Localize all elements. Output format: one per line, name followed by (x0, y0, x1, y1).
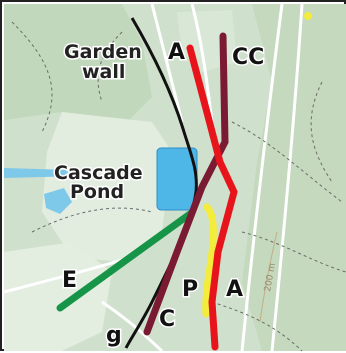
cascade-pond-label-line1: Cascade (54, 162, 143, 184)
forest-area (4, 4, 152, 122)
route-label-a-top: A (168, 40, 185, 65)
route-red (186, 44, 238, 351)
route-label-cc: CC (232, 45, 264, 70)
forest-area (242, 4, 346, 351)
contour-line (259, 231, 278, 323)
route-maroon (143, 32, 229, 336)
route-black (124, 17, 198, 349)
clearing-area (42, 112, 172, 262)
footpaths (3, 3, 304, 353)
cascade-pond-label-line2: Pond (70, 181, 124, 203)
marker-dot (304, 12, 312, 20)
route-label-e: E (62, 268, 77, 293)
route-label-g: g (106, 323, 122, 348)
creek (4, 168, 82, 178)
contour-elevation-label: 200 m (263, 262, 278, 292)
route-yellow (202, 203, 217, 318)
small-pond (44, 188, 72, 214)
route-label-p: P (182, 277, 198, 302)
route-label-c: C (159, 307, 175, 332)
garden-wall-label-line2: wall (82, 61, 125, 83)
garden-wall-label-line1: Garden (64, 41, 142, 63)
route-green (56, 210, 194, 312)
route-label-a-bottom: A (226, 277, 243, 302)
trails-dashed (11, 21, 346, 352)
